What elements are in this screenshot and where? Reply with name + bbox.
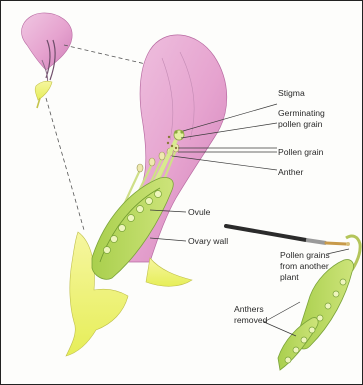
label-anther: Anther bbox=[278, 167, 303, 177]
label-anthers-removed-line1: Anthers bbox=[234, 304, 264, 314]
small-flower-illustration bbox=[21, 13, 72, 108]
label-stigma: Stigma bbox=[278, 88, 305, 98]
leader-anthers-removed-a bbox=[264, 302, 300, 322]
leader-anthers-removed-b bbox=[264, 322, 296, 336]
leader-pollen-other bbox=[327, 249, 349, 254]
label-pollen-other-line1: Pollen grains bbox=[280, 250, 330, 260]
label-pollen-grain: Pollen grain bbox=[278, 147, 324, 157]
label-germinating-line1: Germinating bbox=[278, 108, 325, 118]
label-pollen-other-line2: from another bbox=[280, 261, 329, 271]
label-germinating-line2: pollen grain bbox=[278, 119, 323, 129]
label-anthers-removed-line2: removed bbox=[234, 315, 268, 325]
label-ovule: Ovule bbox=[188, 207, 211, 217]
paintbrush bbox=[226, 226, 350, 246]
label-pollen-other-line3: plant bbox=[280, 272, 299, 282]
label-ovary-wall: Ovary wall bbox=[188, 236, 228, 246]
